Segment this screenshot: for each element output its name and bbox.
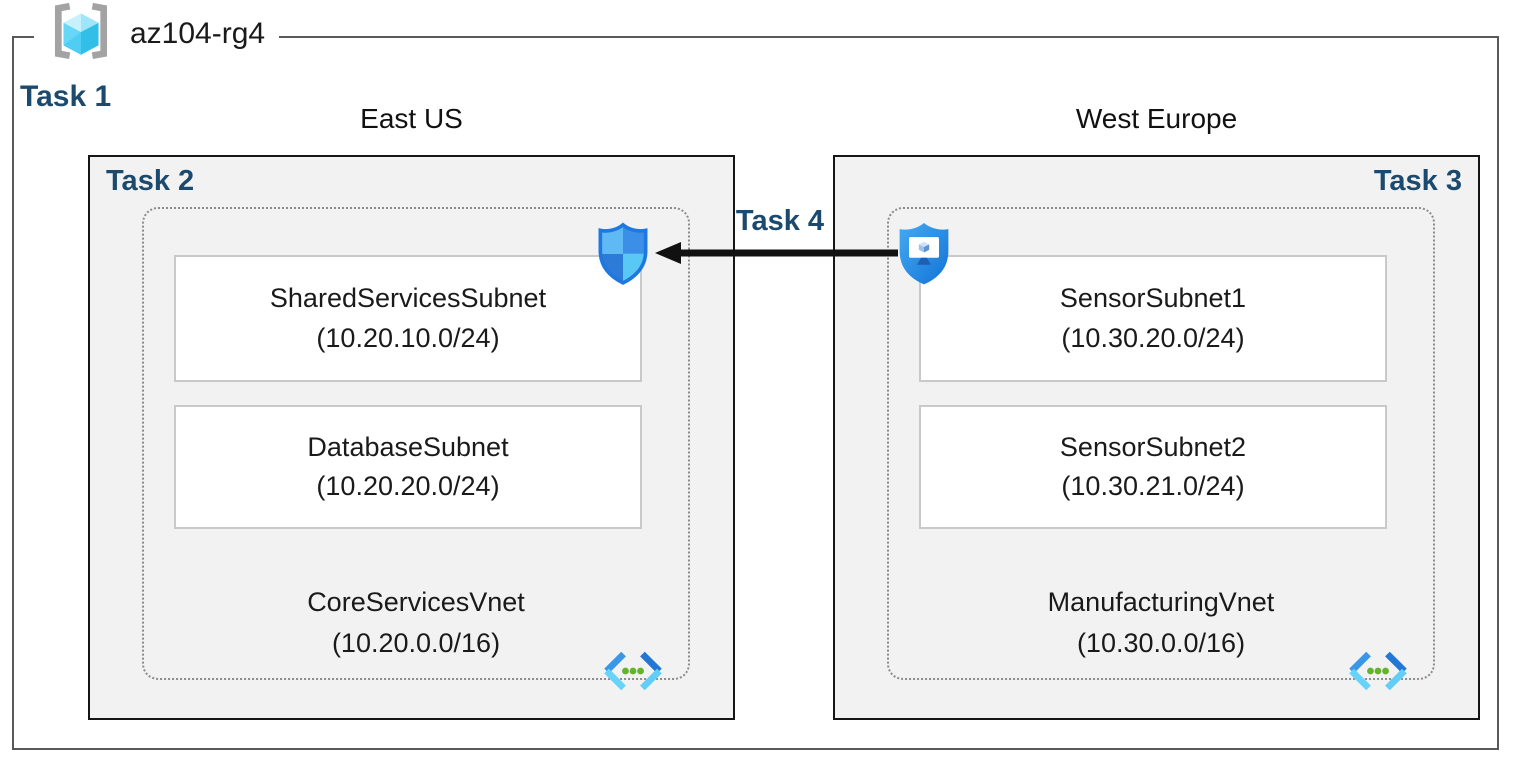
nsg-shield-icon [594,221,652,285]
vnet-boundary-coreservices [142,207,690,680]
subnet-cidr: (10.20.20.0/24) [316,471,500,501]
region-title-east-us: East US [360,103,463,134]
task-3-label: Task 3 [1373,165,1462,197]
subnet-cidr: (10.30.21.0/24) [1061,471,1245,501]
virtual-network-icon [600,648,666,694]
subnet-name: SharedServicesSubnet [269,283,547,314]
protected-vm-icon [894,220,954,286]
vnet-boundary-manufacturing [887,207,1435,680]
vnet-label-coreservices: CoreServicesVnet (10.20.0.0/16) [142,582,690,663]
subnet-cidr: (10.20.10.0/24) [316,322,500,353]
task-1-label: Task 1 [20,80,112,113]
vnet-cidr: (10.30.0.0/16) [1076,627,1246,658]
vnet-name: CoreServicesVnet [307,587,525,617]
region-title-west-europe: West Europe [1075,103,1238,134]
task-4-label: Task 4 [735,205,825,237]
subnet-cidr: (10.30.20.0/24) [1061,322,1245,353]
subnet-name: SensorSubnet1 [1059,283,1247,314]
subnet-box-sharedservices: SharedServicesSubnet (10.20.10.0/24) [174,255,642,382]
virtual-network-icon [1345,648,1411,694]
vnet-label-manufacturing: ManufacturingVnet (10.30.0.0/16) [887,582,1435,663]
task-2-label: Task 2 [106,165,195,197]
resource-group-name: az104-rg4 [130,17,266,50]
resource-group-boundary [12,36,1499,750]
resource-group-icon [48,2,114,67]
subnet-box-sensor2: SensorSubnet2 (10.30.21.0/24) [919,405,1387,529]
vnet-cidr: (10.20.0.0/16) [331,627,501,658]
peering-arrow [652,239,900,267]
resource-group-label: az104-rg4 [34,1,280,67]
vnet-name: ManufacturingVnet [1047,587,1275,617]
subnet-box-sensor1: SensorSubnet1 (10.30.20.0/24) [919,255,1387,382]
subnet-name: DatabaseSubnet [307,431,509,462]
subnet-name: SensorSubnet2 [1059,431,1247,462]
subnet-box-database: DatabaseSubnet (10.20.20.0/24) [174,405,642,529]
